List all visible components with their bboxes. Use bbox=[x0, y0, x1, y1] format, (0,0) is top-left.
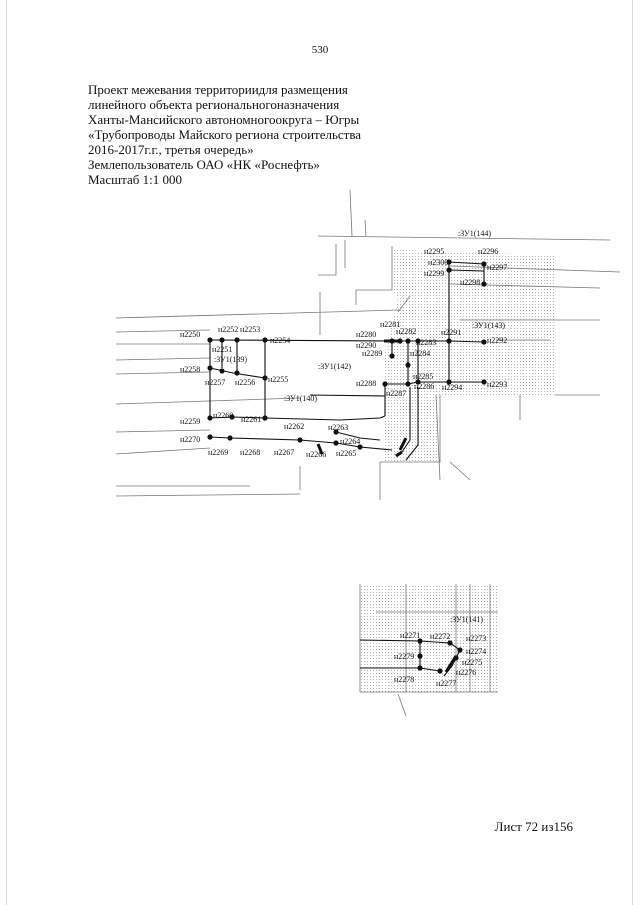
hatched-area-inset bbox=[360, 584, 498, 692]
point-label: н2291 bbox=[441, 328, 461, 337]
survey-points-inset bbox=[417, 638, 463, 674]
sheet-number: Лист 72 из156 bbox=[494, 819, 573, 834]
point-label: н2298 bbox=[460, 278, 480, 287]
main-map: :ЗУ1(144) :ЗУ1(143) :ЗУ1(139) :ЗУ1(142) … bbox=[115, 189, 621, 500]
point-label: н2294 bbox=[442, 383, 462, 392]
point-label: н2290 bbox=[356, 341, 376, 350]
point-label: н2259 bbox=[180, 417, 200, 426]
parcel-label-143: :ЗУ1(143) bbox=[472, 321, 505, 330]
point-label: н2271 bbox=[400, 631, 420, 640]
point-label: н2289 bbox=[362, 349, 382, 358]
scale-line: Масштаб 1:1 000 bbox=[88, 172, 182, 187]
page-right-edge bbox=[632, 0, 633, 905]
title-line-2: линейного объекта региональногоназначени… bbox=[88, 97, 340, 112]
point-label: н2282 bbox=[396, 327, 416, 336]
point-label: н2250 bbox=[180, 330, 200, 339]
point-label: н2274 bbox=[466, 647, 486, 656]
parcel-label-144: :ЗУ1(144) bbox=[458, 229, 491, 238]
point-label: н2280 bbox=[356, 330, 376, 339]
title-line-3: Ханты-Мансийского автономногоокруга – Юг… bbox=[88, 112, 360, 127]
point-label: н2295 bbox=[424, 247, 444, 256]
parcel-label-140: :ЗУ1(140) bbox=[284, 394, 317, 403]
point-label: н2278 bbox=[394, 675, 414, 684]
title-line-1: Проект межевания территориидля размещени… bbox=[88, 82, 348, 97]
title-line-5: 2016-2017г.г., третья очередь» bbox=[88, 142, 254, 157]
point-label: н2265 bbox=[336, 449, 356, 458]
point-label: н2299 bbox=[424, 269, 444, 278]
inset-labels: :ЗУ1(141) н2271 н2272 н2273 н2274 н2275 … bbox=[394, 615, 486, 688]
page-number: 530 bbox=[311, 44, 329, 56]
point-label: н2285 bbox=[413, 372, 433, 381]
point-label: н2287 bbox=[386, 389, 406, 398]
point-label: н2272 bbox=[430, 632, 450, 641]
point-label: н2269 bbox=[208, 448, 228, 457]
point-label: н2286 bbox=[414, 382, 434, 391]
point-label: н2266 bbox=[306, 450, 326, 459]
point-label: н2275 bbox=[462, 658, 482, 667]
point-label: н2300 bbox=[428, 258, 448, 267]
point-label: н2261 bbox=[241, 415, 261, 424]
point-label: н2284 bbox=[410, 349, 430, 358]
point-label: н2256 bbox=[235, 378, 255, 387]
title-line-4: «Трубопроводы Майского региона строитель… bbox=[88, 127, 362, 142]
point-label: н2251 bbox=[212, 345, 232, 354]
inset-context-lines bbox=[359, 584, 498, 717]
point-labels-main: н2250 н2251 н2252 н2253 н2254 н2255 н225… bbox=[180, 247, 507, 459]
point-label: н2288 bbox=[356, 379, 376, 388]
point-label: н2273 bbox=[466, 634, 486, 643]
point-label: н2267 bbox=[274, 448, 294, 457]
hatched-area-main bbox=[385, 250, 555, 462]
point-label: н2254 bbox=[270, 336, 290, 345]
point-label: н2263 bbox=[328, 423, 348, 432]
context-lines bbox=[115, 189, 621, 500]
point-label: н2277 bbox=[436, 679, 456, 688]
point-label: н2279 bbox=[394, 652, 414, 661]
point-label: н2276 bbox=[456, 668, 476, 677]
point-label: н2296 bbox=[478, 247, 498, 256]
point-label: н2270 bbox=[180, 435, 200, 444]
point-label: н2281 bbox=[380, 320, 400, 329]
point-label: н2253 bbox=[240, 325, 260, 334]
parcel-label-139: :ЗУ1(139) bbox=[214, 355, 247, 364]
point-label: н2262 bbox=[284, 422, 304, 431]
point-label: н2297 bbox=[487, 263, 507, 272]
parcel-label-142: :ЗУ1(142) bbox=[318, 362, 351, 371]
point-label: н2292 bbox=[487, 336, 507, 345]
point-label: н2257 bbox=[205, 378, 225, 387]
point-label: н2283 bbox=[416, 338, 436, 347]
page-left-edge bbox=[6, 0, 7, 905]
point-label: н2268 bbox=[240, 448, 260, 457]
point-label: н2293 bbox=[487, 380, 507, 389]
parcel-label-141: :ЗУ1(141) bbox=[450, 615, 483, 624]
survey-points-main bbox=[207, 259, 487, 450]
point-label: н2264 bbox=[340, 437, 360, 446]
point-label: н2252 bbox=[218, 325, 238, 334]
title-block: Проект межевания территориидля размещени… bbox=[88, 82, 361, 187]
parcel-labels-main: :ЗУ1(144) :ЗУ1(143) :ЗУ1(139) :ЗУ1(142) … bbox=[214, 229, 505, 403]
point-label: н2258 bbox=[180, 365, 200, 374]
point-label: н2255 bbox=[268, 375, 288, 384]
point-label: н2260 bbox=[213, 411, 233, 420]
bold-segments bbox=[316, 339, 408, 458]
land-user-line: Землепользователь ОАО «НК «Роснефть» bbox=[88, 157, 320, 172]
inset-map: :ЗУ1(141) н2271 н2272 н2273 н2274 н2275 … bbox=[359, 584, 498, 717]
